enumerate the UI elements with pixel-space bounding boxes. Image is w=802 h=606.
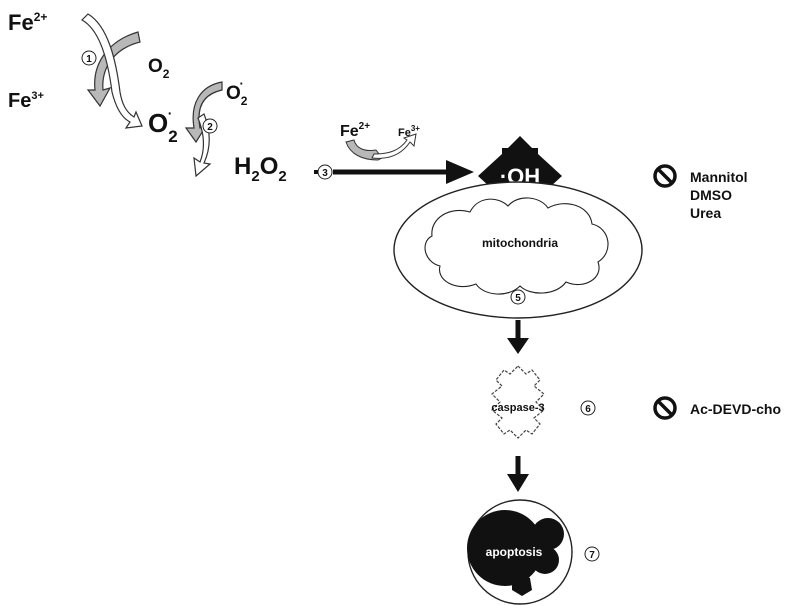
step-2-marker: 2: [202, 118, 218, 134]
hydrogen-peroxide-label: H2O2: [234, 153, 287, 185]
mitochondria-label: mitochondria: [482, 236, 558, 250]
caspase-3-node: caspase-3: [491, 365, 545, 439]
prohibition-icon: [653, 396, 677, 420]
mitochondria-inner-membrane: [424, 197, 609, 295]
reaction-2-grey-arrow: [184, 81, 223, 144]
fenton-fe3-label: Fe3+: [398, 124, 420, 139]
fenton-arrows: [345, 133, 417, 161]
fe3-label: Fe3+: [8, 90, 44, 112]
caspase-inhibitor-block: Ac-DEVD-cho: [653, 396, 781, 420]
svg-text:3: 3: [322, 168, 328, 179]
mitochondria-organelle: mitochondria 5: [393, 181, 643, 319]
svg-text:2: 2: [207, 122, 213, 133]
superoxide-input-label: O2·: [226, 76, 248, 108]
caspase-inhibitor-label: Ac-DEVD-cho: [690, 401, 781, 417]
svg-text:1: 1: [86, 54, 92, 65]
scavenger-mannitol: Mannitol: [690, 169, 748, 185]
scavenger-inhibitor-block: Mannitol DMSO Urea: [653, 164, 748, 221]
fenton-fe2-label: Fe2+: [340, 121, 370, 140]
mitochondria-to-caspase-arrow: [507, 320, 529, 354]
fe2-label: Fe2+: [8, 10, 47, 35]
step-1-marker: 1: [81, 50, 97, 66]
step-3-marker: 3: [317, 164, 333, 180]
svg-text:5: 5: [515, 293, 521, 304]
apoptotic-cell: apoptosis: [467, 499, 573, 605]
scavenger-urea: Urea: [690, 205, 721, 221]
caspase-to-apoptosis-arrow: [507, 456, 529, 492]
svg-text:6: 6: [585, 404, 591, 415]
step-7-marker: 7: [584, 546, 600, 562]
prohibition-icon: [653, 164, 677, 188]
step-6-marker: 6: [580, 400, 596, 416]
scavenger-dmso: DMSO: [690, 187, 732, 203]
reaction-1-grey-arrow: [86, 31, 141, 108]
fenton-white-arrow: [371, 133, 417, 159]
superoxide-product-label: O2·: [148, 105, 178, 146]
peroxide-to-hydroxyl-arrow: [333, 160, 474, 184]
o2-label: O2: [148, 56, 170, 81]
reaction-1-white-arrow: [81, 13, 143, 129]
reaction-1-crossing-arrows: [81, 13, 143, 129]
caspase-3-label: caspase-3: [491, 402, 544, 414]
apoptosis-label: apoptosis: [486, 545, 543, 559]
svg-text:7: 7: [589, 550, 595, 561]
